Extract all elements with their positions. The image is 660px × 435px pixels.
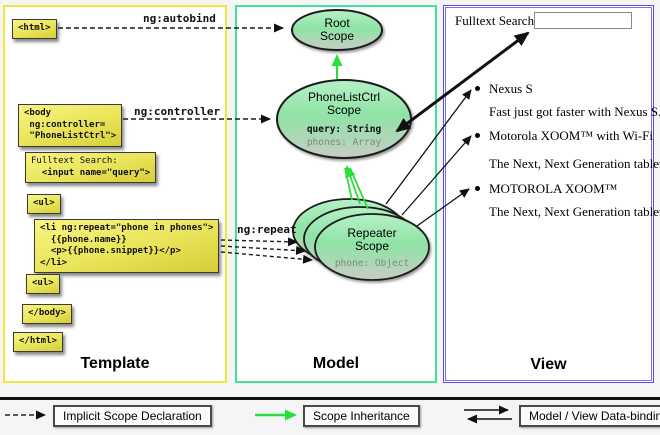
legend-separator xyxy=(0,397,660,400)
bullet-icon xyxy=(475,186,480,191)
view-section-label: View xyxy=(530,356,567,373)
view-item-desc: Fast just got faster with Nexus S. xyxy=(489,104,660,119)
root-scope-title: Root Scope xyxy=(319,16,355,43)
green-arrow-icon xyxy=(255,409,297,421)
bullet-icon xyxy=(475,133,480,138)
legend-scope-inheritance-label: Scope Inheritance xyxy=(303,405,420,427)
legend-databinding-label: Model / View Data-binding xyxy=(519,405,660,427)
code-box-li-repeat: <li ng:repeat="phone in phones"> {{phone… xyxy=(34,219,220,273)
template-section-label: Template xyxy=(80,355,150,372)
ng-controller-label: ng:controller xyxy=(134,105,221,118)
fulltext-search-input[interactable] xyxy=(534,12,632,29)
view-item-title: MOTOROLA XOOM™ xyxy=(489,181,618,196)
code-box-html-close: </html> xyxy=(13,332,63,352)
bullet-icon xyxy=(475,86,480,91)
double-arrow-icon xyxy=(464,405,512,424)
repeater-prop-phone: phone: Object xyxy=(334,258,410,269)
phonelistctrl-prop-phones: phones: Array xyxy=(306,137,382,148)
dashed-arrow-icon xyxy=(5,410,46,420)
model-section-label: Model xyxy=(312,355,360,372)
view-search-label: Fulltext Search: xyxy=(455,13,538,28)
code-box-fulltext: Fulltext Search: <input name="query"> xyxy=(25,152,157,183)
view-item-desc: The Next, Next Generation tablet. xyxy=(489,156,660,171)
phonelistctrl-scope-title: PhoneListCtrl Scope xyxy=(307,90,381,117)
code-fulltext-label: Fulltext Search: xyxy=(31,156,118,166)
code-box-body-open: <body ng:controller= "PhoneListCtrl"> xyxy=(18,104,123,147)
legend-implicit-scope-label: Implicit Scope Declaration xyxy=(53,405,212,427)
ng-autobind-label: ng:autobind xyxy=(143,12,216,25)
code-fulltext-input: <input name="query"> xyxy=(31,167,151,178)
code-box-body-close: </body> xyxy=(22,304,72,324)
view-item-desc: The Next, Next Generation tablet. xyxy=(489,204,660,219)
phonelistctrl-prop-query: query: String xyxy=(306,124,382,135)
repeater-scope-title: Repeater Scope xyxy=(347,226,397,253)
code-box-ul-close: <ul> xyxy=(26,274,60,294)
code-box-html-open: <html> xyxy=(12,19,57,39)
ng-repeat-label: ng:repeat xyxy=(237,223,297,236)
view-item-title: Nexus S xyxy=(489,81,533,96)
model-section: Model xyxy=(235,5,437,383)
code-box-ul-open: <ul> xyxy=(27,194,61,214)
view-item-title: Motorola XOOM™ with Wi-Fi xyxy=(489,128,654,143)
